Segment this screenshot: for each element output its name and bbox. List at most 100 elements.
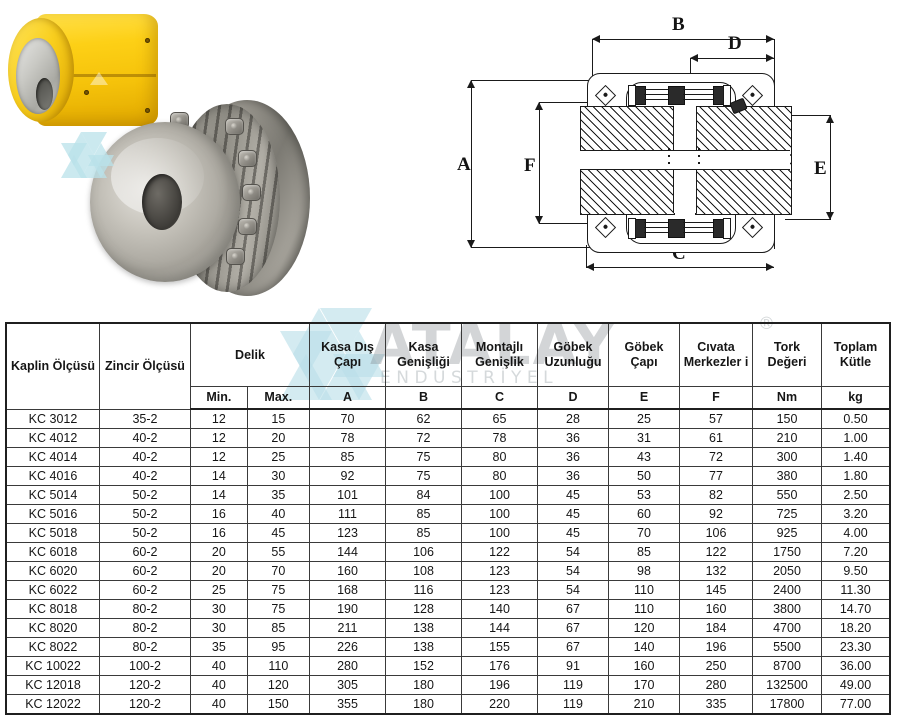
table-cell: KC 8020 — [5, 618, 100, 638]
table-cell: 128 — [385, 599, 462, 619]
table-cell: 12 — [190, 428, 248, 448]
dimension-label-e: E — [814, 158, 828, 179]
table-cell: 72 — [679, 447, 753, 467]
table-header-row-sub: Min. Max. A B C D E F Nm kg — [6, 386, 891, 410]
table-cell: 355 — [309, 694, 386, 715]
table-cell: 3800 — [752, 599, 822, 619]
chain-pin-line — [644, 227, 668, 228]
table-cell: 725 — [752, 504, 822, 524]
table-cell: 220 — [461, 694, 538, 715]
table-cell: 72 — [385, 428, 462, 448]
table-cell: 49.00 — [821, 675, 891, 695]
table-cell: 20 — [246, 428, 311, 448]
col-header-zincir-olcusu: Zincir Ölçüsü — [99, 322, 191, 410]
table-cell: 77.00 — [821, 694, 891, 715]
table-cell: 122 — [679, 542, 753, 562]
table-cell: 123 — [461, 580, 538, 600]
col-header-min: Min. — [190, 386, 248, 410]
col-header-b: B — [385, 386, 462, 410]
table-cell: 280 — [679, 675, 753, 695]
table-cell: 80-2 — [99, 599, 191, 619]
table-cell: 210 — [608, 694, 680, 715]
chain-pin-line — [644, 232, 668, 233]
table-cell: 30 — [190, 599, 248, 619]
table-cell: KC 8018 — [5, 599, 100, 619]
table-cell: 180 — [385, 675, 462, 695]
table-cell: KC 4014 — [5, 447, 100, 467]
table-cell: KC 12022 — [5, 694, 100, 715]
table-cell: 57 — [679, 408, 753, 429]
table-cell: 30 — [190, 618, 248, 638]
table-cell: 40-2 — [99, 428, 191, 448]
table-cell: 106 — [679, 523, 753, 543]
dimension-arrow — [586, 263, 594, 271]
col-header-f: F — [679, 386, 753, 410]
chain-roller — [668, 86, 685, 105]
centerline-dash — [698, 148, 700, 150]
hexagon-triangles-logo — [58, 131, 114, 178]
dimension-arrow — [766, 263, 774, 271]
dimension-arrow — [766, 35, 774, 43]
table-cell: KC 5018 — [5, 523, 100, 543]
table-cell: 65 — [461, 408, 538, 429]
chain-link — [226, 248, 245, 265]
table-cell: 1.00 — [821, 428, 891, 448]
table-cell: 335 — [679, 694, 753, 715]
table-cell: 80 — [461, 447, 538, 467]
table-cell: 75 — [385, 447, 462, 467]
table-cell: 1750 — [752, 542, 822, 562]
col-header-kasa-dis-capi: Kasa Dış Çapı — [309, 322, 386, 387]
col-header-tork-degeri: Tork Değeri — [752, 322, 822, 387]
table-cell: 101 — [309, 485, 386, 505]
table-cell: 60-2 — [99, 542, 191, 562]
table-cell: 36 — [537, 466, 609, 486]
dimension-label-d: D — [728, 33, 743, 54]
table-cell: 54 — [537, 561, 609, 581]
table-cell: 60-2 — [99, 580, 191, 600]
table-cell: 62 — [385, 408, 462, 429]
chain-pin-line — [644, 99, 668, 100]
table-cell: 168 — [309, 580, 386, 600]
table-cell: 196 — [679, 637, 753, 657]
table-cell: 25 — [246, 447, 311, 467]
table-cell: 184 — [679, 618, 753, 638]
table-cell: 60-2 — [99, 561, 191, 581]
table-cell: 155 — [461, 637, 538, 657]
table-cell: 45 — [537, 485, 609, 505]
cover-split-seam — [38, 74, 156, 77]
table-cell: KC 5014 — [5, 485, 100, 505]
table-cell: 100 — [461, 485, 538, 505]
table-cell: 35 — [190, 637, 248, 657]
table-cell: 80-2 — [99, 637, 191, 657]
bore-center-clear — [674, 151, 694, 167]
table-cell: 2400 — [752, 580, 822, 600]
table-cell: 160 — [679, 599, 753, 619]
table-cell: 110 — [246, 656, 311, 676]
dimension-ext-line — [785, 219, 830, 220]
table-cell: 100 — [461, 504, 538, 524]
chain-pin-line — [683, 99, 713, 100]
table-cell: KC 12018 — [5, 675, 100, 695]
table-cell: 11.30 — [821, 580, 891, 600]
table-cell: 116 — [385, 580, 462, 600]
dimension-label-a: A — [457, 154, 472, 175]
table-cell: 61 — [679, 428, 753, 448]
table-cell: 16 — [190, 523, 248, 543]
table-cell: 140 — [608, 637, 680, 657]
table-cell: 211 — [309, 618, 386, 638]
cover-front-face — [8, 18, 74, 122]
table-cell: KC 10022 — [5, 656, 100, 676]
dimension-ext-line — [539, 102, 591, 103]
cover-bore — [36, 78, 53, 110]
table-cell: 70 — [246, 561, 311, 581]
table-cell: 111 — [309, 504, 386, 524]
dimension-ext-line — [785, 115, 830, 116]
chain-coupling-product-photo — [0, 0, 330, 300]
